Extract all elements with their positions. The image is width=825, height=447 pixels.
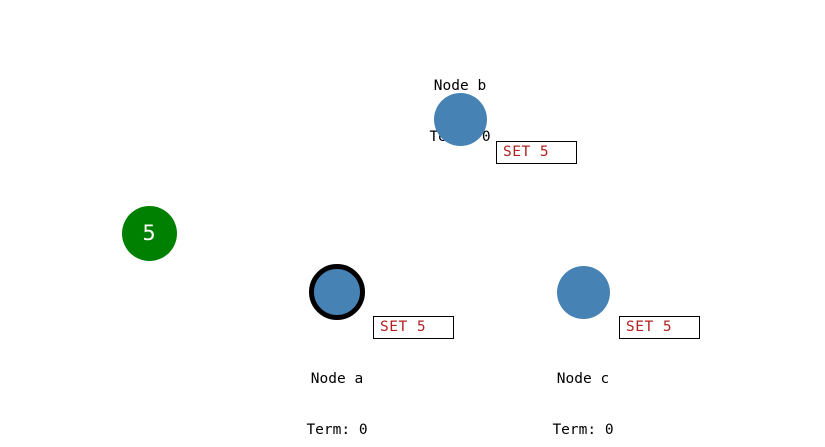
node-c-circle[interactable]: [556, 265, 610, 319]
message-box-node-c[interactable]: SET 5: [619, 316, 700, 339]
node-a-term: Term: 0: [306, 422, 368, 438]
node-c-label: Node c Term: 0: [483, 337, 683, 447]
node-b-circle[interactable]: [433, 92, 487, 146]
node-a-circle[interactable]: [309, 264, 365, 320]
client-value-token-label: 5: [142, 220, 156, 245]
node-c-name: Node c: [556, 371, 610, 387]
node-a-label: Node a Term: 0: [237, 337, 437, 447]
message-box-node-a[interactable]: SET 5: [373, 316, 454, 339]
node-c-term: Term: 0: [552, 422, 614, 438]
node-a-name: Node a: [310, 371, 364, 387]
message-box-node-b[interactable]: SET 5: [496, 141, 577, 164]
client-value-token[interactable]: 5: [121, 205, 177, 261]
node-b-name: Node b: [433, 78, 487, 94]
